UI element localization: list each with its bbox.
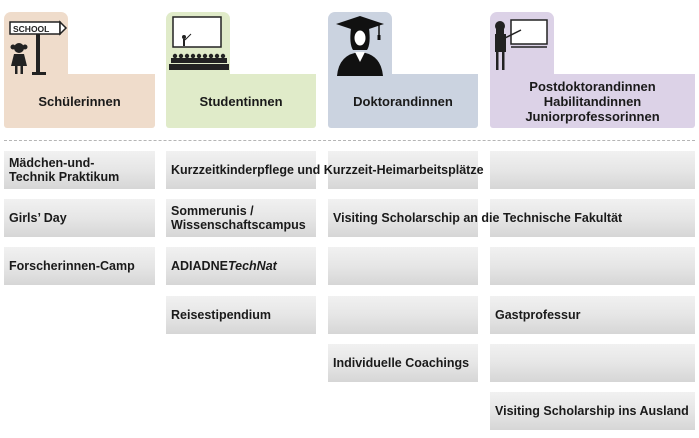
- program-label: Reisestipendium: [171, 308, 272, 322]
- lecture-hall-icon: [169, 16, 229, 70]
- program-label: Gastprofessur: [495, 308, 581, 322]
- teacher-whiteboard-icon: [495, 19, 548, 70]
- program-individuelle-coachings: Individuelle Coachings: [328, 344, 478, 382]
- doktorandinnen-header: Doktorandinnen: [328, 74, 478, 128]
- doktorandinnen-label: Doktorandinnen: [353, 93, 453, 109]
- program-label-line-1: Sommerunis /: [171, 204, 254, 218]
- program-gastprofessur: Gastprofessur: [490, 296, 695, 334]
- program-adiadne-technat: ADIADNETechNat: [166, 247, 316, 285]
- postdoc-label-line-3: Juniorprofessorinnen: [525, 108, 660, 124]
- program-label: Visiting Scholarschip an die Technische …: [333, 211, 623, 225]
- bar-segment: [490, 344, 695, 382]
- program-label-line-2: Wissenschaftscampus: [171, 218, 306, 232]
- program-visiting-scholarschip: Visiting Scholarschip an die Technische …: [328, 199, 622, 237]
- bar-segment: [490, 247, 695, 285]
- bar-segment: [490, 151, 695, 189]
- bar-segment: [328, 296, 478, 334]
- program-visiting-scholarship-ausland: Visiting Scholarship ins Ausland: [490, 392, 695, 430]
- program-label: Girls’ Day: [9, 211, 67, 225]
- program-label-line-1: Mädchen-und-: [9, 156, 95, 170]
- program-sommerunis: Sommerunis / Wissenschaftscampus: [166, 199, 316, 237]
- program-kurzzeitkinderpflege: Kurzzeitkinderpflege und Kurzzeit-Heimar…: [166, 151, 484, 189]
- schuelerinnen-header: Schülerinnen: [4, 74, 155, 128]
- postdoc-header: Postdoktorandinnen Habilitandinnen Junio…: [490, 74, 695, 128]
- schuelerinnen-label: Schülerinnen: [38, 93, 121, 109]
- program-label: Kurzzeitkinderpflege und Kurzzeit-Heimar…: [171, 163, 484, 177]
- program-maedchen-und-technik-praktikum: Mädchen-und- Technik Praktikum: [4, 151, 155, 189]
- postdoc-label: Postdoktorandinnen Habilitandinnen Junio…: [525, 79, 659, 124]
- program-label: Individuelle Coachings: [333, 356, 470, 370]
- bar-segment: [328, 247, 478, 285]
- header-divider: [4, 140, 695, 141]
- school-sign-text: SCHOOL: [13, 24, 49, 34]
- graduate-cap-icon: [336, 16, 384, 76]
- program-label-prefix: ADIADNE: [171, 259, 228, 273]
- bar-segment: [490, 199, 695, 237]
- program-label-italic: TechNat: [227, 259, 277, 273]
- studentinnen-label: Studentinnen: [199, 93, 283, 109]
- program-forscherinnen-camp: Forscherinnen-Camp: [4, 247, 155, 285]
- program-reisestipendium: Reisestipendium: [166, 296, 316, 334]
- studentinnen-header: Studentinnen: [166, 74, 316, 128]
- program-label: Visiting Scholarship ins Ausland: [495, 404, 689, 418]
- program-girls-day: Girls’ Day: [4, 199, 155, 237]
- program-label: Forscherinnen-Camp: [9, 259, 135, 273]
- postdoc-label-line-2: Habilitandinnen: [543, 93, 642, 109]
- program-label-line-2: Technik Praktikum: [9, 170, 120, 184]
- bar-segment: [328, 151, 478, 189]
- schoolgirl-signpost-icon: SCHOOL: [9, 20, 68, 75]
- postdoc-label-line-1: Postdoktorandinnen: [529, 78, 656, 94]
